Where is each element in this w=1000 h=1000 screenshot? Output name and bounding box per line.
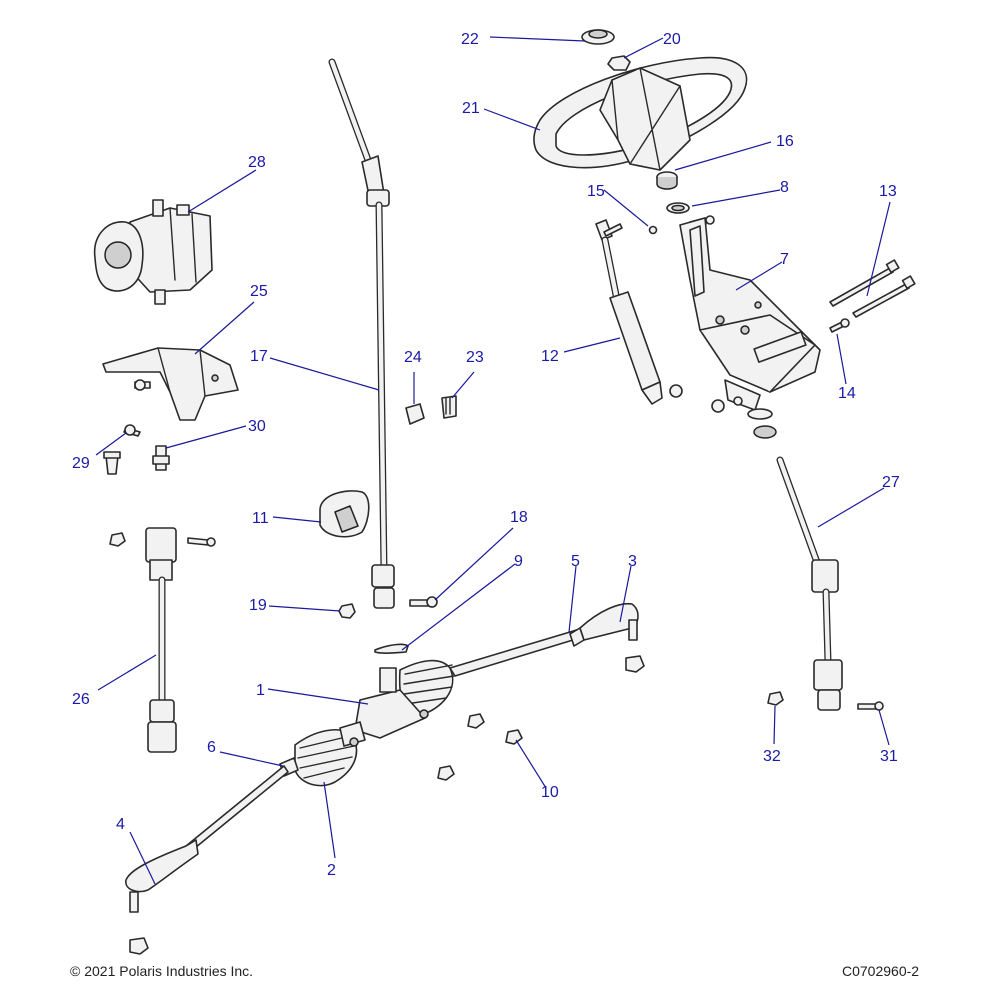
callout-14: 14 — [838, 385, 856, 402]
callout-23: 23 — [466, 349, 484, 366]
rack-mount-nuts — [437, 713, 523, 781]
bushing-23 — [441, 395, 457, 419]
outer-tie-rod-right — [569, 602, 639, 647]
callout-21: 21 — [462, 100, 480, 117]
power-steering-unit — [93, 199, 213, 305]
callout-30: 30 — [248, 418, 266, 435]
callout-32: 32 — [763, 748, 781, 765]
bolt-29 — [123, 424, 141, 437]
callout-18: 18 — [510, 509, 528, 526]
callout-5: 5 — [571, 553, 580, 570]
nut-right-tie-rod — [625, 655, 645, 673]
callout-6: 6 — [207, 739, 216, 756]
nut-left-tie-rod — [129, 937, 149, 955]
copyright-notice: © 2021 Polaris Industries Inc. — [70, 963, 254, 979]
callout-29: 29 — [72, 455, 90, 472]
bushing-8 — [666, 202, 690, 214]
callout-13: 13 — [879, 183, 897, 200]
callout-16: 16 — [776, 133, 794, 150]
bushing-upper-bracket — [747, 408, 777, 439]
steering-rack-assembly — [294, 615, 626, 787]
bolt-standing-left — [103, 451, 121, 475]
strut-pin — [603, 223, 623, 237]
outer-tie-rod-left — [125, 839, 199, 913]
callout-9: 9 — [514, 553, 523, 570]
bushing-16 — [656, 171, 678, 190]
callout-labels: 1 2 3 4 5 6 7 8 9 10 11 12 13 14 15 16 1… — [72, 31, 900, 879]
steering-wheel-nut — [607, 55, 631, 71]
mounting-bracket — [102, 347, 239, 421]
callout-20: 20 — [663, 31, 681, 48]
callout-19: 19 — [249, 597, 267, 614]
steering-column-bracket — [679, 217, 821, 411]
bolt-18 — [409, 596, 438, 608]
long-bolt-13b — [852, 275, 916, 318]
callout-17: 17 — [250, 348, 268, 365]
steering-wheel-center-cap — [581, 29, 615, 45]
wedge-9 — [374, 643, 409, 654]
bolt-31 — [857, 701, 884, 711]
inner-tie-rod-left — [185, 757, 299, 853]
leader-lines — [95, 36, 891, 885]
small-nuts-bracket — [669, 384, 743, 413]
callout-22: 22 — [461, 31, 479, 48]
nut-shaft-26 — [109, 532, 126, 547]
bolt-30 — [152, 445, 170, 471]
callout-7: 7 — [780, 251, 789, 268]
callout-4: 4 — [116, 816, 125, 833]
bolt-shaft-26 — [187, 537, 216, 547]
callout-8: 8 — [780, 179, 789, 196]
bushing-24 — [405, 403, 425, 425]
callout-2: 2 — [327, 862, 336, 879]
screw-15 — [648, 225, 658, 235]
callout-25: 25 — [250, 283, 268, 300]
lower-shaft-26 — [145, 527, 177, 753]
figure-id: C0702960-2 — [842, 963, 920, 979]
long-bolt-13a — [829, 259, 900, 307]
rubber-boot — [319, 490, 370, 538]
callout-15: 15 — [587, 183, 605, 200]
callout-31: 31 — [880, 748, 898, 765]
callout-3: 3 — [628, 553, 637, 570]
callout-28: 28 — [248, 154, 266, 171]
callout-24: 24 — [404, 349, 422, 366]
callout-27: 27 — [882, 474, 900, 491]
nut-19 — [338, 603, 356, 619]
callout-12: 12 — [541, 348, 559, 365]
callout-1: 1 — [256, 682, 265, 699]
callout-10: 10 — [541, 784, 559, 801]
screw-14 — [829, 318, 850, 333]
bolt-bracket — [134, 379, 151, 391]
lower-shaft-27 — [776, 456, 843, 711]
steering-wheel — [533, 56, 748, 171]
callout-26: 26 — [72, 691, 90, 708]
nut-32 — [767, 691, 784, 706]
callout-11: 11 — [252, 510, 269, 527]
intermediate-shaft — [328, 58, 395, 609]
gas-strut — [595, 219, 663, 405]
